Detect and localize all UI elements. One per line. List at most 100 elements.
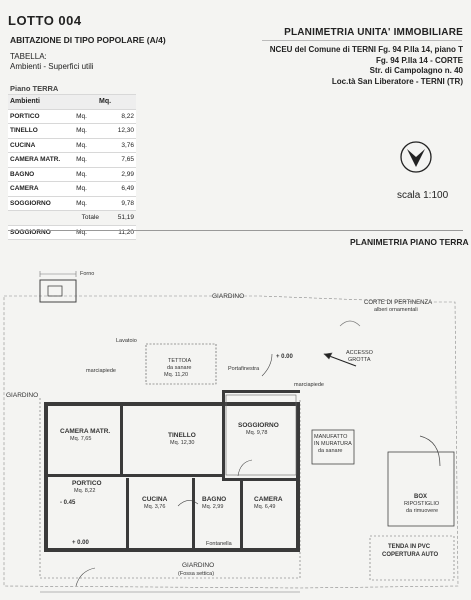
right-title: PLANIMETRIA UNITA' IMMOBILIARE [284, 27, 463, 38]
room-value: 7,65 [105, 152, 136, 168]
room-camera: CAMERA [254, 496, 283, 503]
room-portico: PORTICO [72, 480, 102, 487]
address-line: Str. di Campolagno n. 40 [369, 66, 463, 75]
accesso-line1: ACCESSO [346, 350, 373, 356]
unit-label: Mq. [74, 181, 106, 197]
table-section-label: Piano TERRA [8, 82, 136, 95]
portafinestra-label: Portafinestra [228, 366, 260, 372]
table-row: CAMERA MATR.Mq.7,65 [8, 152, 136, 168]
plan-title: PLANIMETRIA PIANO TERRA [350, 237, 469, 247]
total-label: Totale [8, 210, 106, 226]
room-name: CUCINA [8, 138, 75, 153]
total-value: 51,19 [105, 210, 136, 226]
tenda-line1: TENDA IN PVC [388, 544, 431, 550]
address-line: NCEU del Comune di TERNI Fg. 94 P.lla 14… [269, 45, 463, 54]
room-name: PORTICO [8, 109, 75, 124]
scale-label: scala 1:100 [397, 190, 449, 201]
address-line: Loc.tà San Liberatore - TERNI (TR) [331, 76, 463, 86]
unit-label: Mq. [74, 152, 106, 168]
giardino-bottom-label: GIARDINO [182, 562, 215, 569]
tenda-line2: COPERTURA AUTO [382, 552, 439, 558]
unit-label: Mq. [74, 225, 106, 240]
room-name: CAMERA [8, 181, 75, 197]
unit-label: Mq. [74, 167, 106, 182]
room-portico-mq: Mq. 8,22 [74, 488, 96, 494]
room-soggiorno: SOGGIORNO [238, 422, 279, 429]
unit-label: Mq. [74, 138, 106, 153]
room-value: 2,99 [105, 167, 136, 182]
room-soggiorno-mq: Mq. 9,78 [246, 430, 268, 436]
room-value: 3,76 [105, 138, 136, 153]
giardino-left-label: GIARDINO [6, 392, 39, 399]
tabella-caption: TABELLA: Ambienti - Superfici utili [10, 52, 94, 72]
room-cucina-mq: Mq. 3,76 [144, 504, 166, 510]
room-camera-mq: Mq. 6,49 [254, 504, 276, 510]
floor-plan: Forno GIARDINO GIARDINO GIARDINO (Fossa … [0, 256, 471, 600]
corte-line1: CORTE DI PERTINENZA [364, 300, 433, 306]
room-camera-matr: CAMERA MATR. [60, 428, 111, 435]
quota-zero: + 0.00 [72, 540, 89, 546]
unit-label: Mq. [74, 123, 106, 139]
room-bagno-mq: Mq. 2,99 [202, 504, 224, 510]
unit-label: Mq. [74, 109, 106, 124]
room-value: 11,20 [105, 225, 136, 240]
room-tinello-mq: Mq. 12,30 [170, 440, 195, 446]
section-divider [8, 230, 463, 231]
box-line1: BOX [414, 494, 428, 500]
room-value: 9,78 [105, 196, 136, 211]
manufatto-line3: da sanare [318, 448, 343, 454]
tettoia-line3: Mq. 11,20 [164, 372, 189, 378]
fontanella-label: Fontanella [206, 541, 232, 547]
title-underline [262, 40, 462, 41]
room-value: 12,30 [105, 123, 136, 139]
room-value: 6,49 [105, 181, 136, 197]
accesso-line2: GROTTA [348, 357, 371, 363]
abitazione-subtitle: ABITAZIONE DI TIPO POPOLARE (A/4) [10, 35, 166, 45]
room-tinello: TINELLO [168, 432, 196, 439]
lavatoio-label: Lavatoio [116, 338, 137, 344]
tettoia-line2: da sanare [167, 365, 192, 371]
room-cucina: CUCINA [142, 496, 168, 503]
north-arrow-icon [400, 141, 432, 173]
fossa-label: (Fossa settica) [178, 571, 215, 577]
header-right: PLANIMETRIA UNITA' IMMOBILIARE NCEU del … [270, 27, 463, 87]
col-mq: Mq. [74, 94, 136, 110]
address-block: NCEU del Comune di TERNI Fg. 94 P.lla 14… [270, 45, 463, 87]
room-name: SOGGIORNO [8, 196, 75, 211]
marciapiede-label-right: marciapiede [294, 382, 324, 388]
room-value: 8,22 [105, 109, 136, 124]
box-line2: RIPOSTIGLIO [404, 501, 440, 507]
room-camera-matr-mq: Mq. 7,65 [70, 436, 92, 442]
room-name: SOGGIORNO [8, 225, 75, 240]
corte-line2: alberi ornamentali [374, 307, 418, 313]
giardino-top-label: GIARDINO [212, 293, 245, 300]
tabella-line1: TABELLA: [10, 52, 47, 61]
tettoia-line1: TETTOIA [168, 358, 192, 364]
room-name: BAGNO [8, 167, 75, 182]
quota-plus: + 0.00 [276, 354, 293, 360]
address-line: Fg. 94 P.lla 14 - CORTE [376, 55, 463, 65]
tabella-line2: Ambienti - Superfici utili [10, 62, 94, 71]
room-name: TINELLO [8, 123, 75, 139]
manufatto-line2: IN MURATURA [314, 441, 352, 447]
table-total-row: Totale 51,19 [8, 210, 136, 226]
room-name: CAMERA MATR. [8, 152, 75, 168]
col-ambienti: Ambienti [8, 94, 75, 110]
room-bagno: BAGNO [202, 496, 227, 503]
plan-drawing [3, 271, 459, 593]
marciapiede-label: marciapiede [86, 368, 116, 374]
unit-label: Mq. [74, 196, 106, 211]
manufatto-line1: MANUFATTO [314, 434, 348, 440]
table-section-row: Piano TERRA [8, 82, 136, 95]
quota-minus: - 0.45 [60, 500, 76, 506]
table-header-row: Ambienti Mq. [8, 94, 136, 110]
